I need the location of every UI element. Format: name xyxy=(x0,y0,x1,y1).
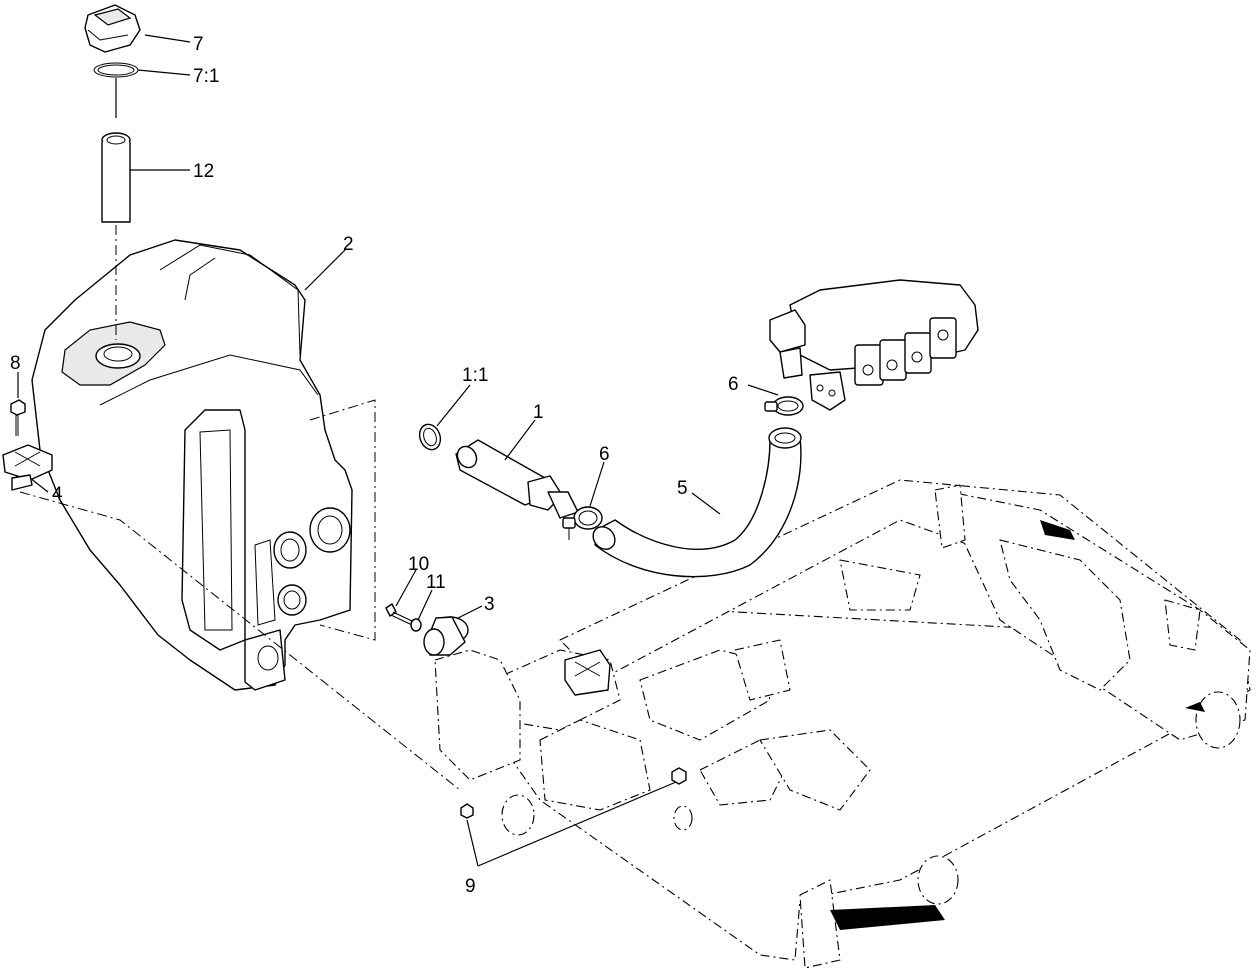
oring-part-1-1 xyxy=(418,423,442,451)
chassis-frame xyxy=(434,479,1251,969)
callout-5: 5 xyxy=(677,478,688,499)
cap-part-7 xyxy=(84,4,141,53)
callout-12: 12 xyxy=(193,161,214,182)
callout-10: 10 xyxy=(408,554,429,575)
callout-11: 11 xyxy=(426,572,446,593)
latch-part-4 xyxy=(2,444,461,791)
washer-part-11 xyxy=(410,618,422,632)
callout-1-1: 1:1 xyxy=(462,365,488,386)
tank xyxy=(31,239,353,691)
tube-part-12 xyxy=(101,132,131,340)
leader-lines xyxy=(17,34,779,867)
callout-2: 2 xyxy=(343,234,354,255)
callout-9: 9 xyxy=(465,876,476,897)
hose-part-5 xyxy=(592,427,802,578)
fitting-part-1 xyxy=(455,439,579,519)
callout-1: 1 xyxy=(533,402,544,423)
callout-7: 7 xyxy=(193,34,204,55)
bolt-part-8 xyxy=(10,399,26,436)
callout-4: 4 xyxy=(52,484,63,505)
clamp-part-6-middle xyxy=(562,506,603,540)
bumper-part-3 xyxy=(423,616,469,656)
clamp-part-6-top xyxy=(764,396,804,416)
bolt-part-10 xyxy=(385,603,415,626)
oring-part-7-1 xyxy=(93,62,139,118)
callout-7-1: 7:1 xyxy=(193,66,219,87)
callout-6-middle: 6 xyxy=(599,444,610,465)
nut-part-9-right xyxy=(671,767,687,785)
nut-part-9-left xyxy=(460,803,474,819)
callout-8: 8 xyxy=(10,353,21,374)
callout-labels: 7 7:1 12 2 8 4 1:1 1 6 6 5 10 11 3 9 xyxy=(10,34,739,897)
frame-latch-bracket xyxy=(564,649,611,696)
callout-6-top: 6 xyxy=(728,374,739,395)
hydraulic-pump xyxy=(769,279,979,411)
assembly-centerline xyxy=(309,399,376,641)
callout-3: 3 xyxy=(484,594,495,615)
